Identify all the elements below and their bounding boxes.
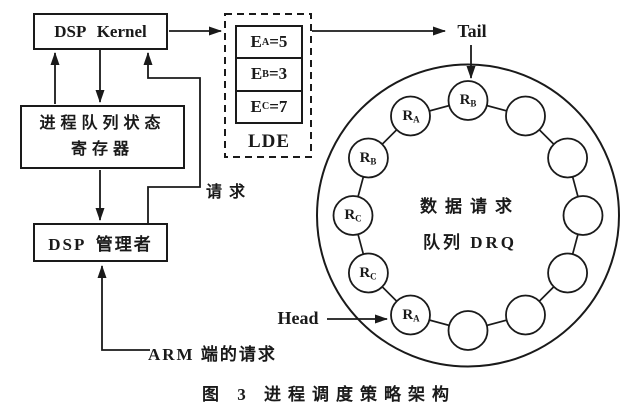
dsp-manager-label: DSP 管理者	[48, 235, 153, 254]
node-3-sub: C	[355, 213, 362, 224]
figure-caption: 图 3 进程调度策略架构	[202, 385, 456, 404]
process-queue-register-box: 进程队列状态 寄存器	[20, 105, 185, 169]
node-2-base: R	[359, 150, 371, 166]
lde-ec-base: E	[250, 96, 262, 116]
node-1-base: R	[402, 108, 414, 124]
ring-node-rc-left	[332, 195, 374, 236]
arrow-manager-to-kernel	[143, 52, 201, 223]
head-label: Head	[277, 308, 319, 328]
ring-node-label: RB	[346, 148, 390, 168]
node-4-sub: C	[370, 271, 377, 282]
node-5-sub: A	[413, 313, 420, 324]
ring-node-label: RB	[446, 90, 490, 110]
ring-node-rc-lowerleft	[347, 252, 389, 294]
ring-node-label: RA	[389, 106, 433, 126]
request-label: 请求	[206, 184, 253, 201]
ring-node-empty	[562, 195, 604, 236]
node-2-sub: B	[370, 156, 377, 167]
arm-request-label: ARM 端的请求	[148, 345, 277, 364]
ring-center-label-line2: 队列 DRQ	[422, 233, 518, 252]
ring-node-ra-upperleft	[390, 95, 431, 137]
dsp-kernel-label: DSP Kernel	[54, 21, 147, 41]
node-0-base: R	[459, 92, 471, 108]
ring-node-ra-bottom	[390, 294, 431, 336]
node-1-sub: A	[413, 114, 420, 125]
register-label-line2: 寄存器	[70, 141, 134, 158]
dsp-manager-box: DSP 管理者	[33, 223, 168, 262]
ring-node-empty	[547, 137, 588, 179]
tail-label: Tail	[457, 21, 487, 41]
ring-node-label: RC	[331, 205, 375, 225]
ring-nodes	[332, 80, 604, 351]
lde-ea-sub: A	[261, 36, 270, 48]
lde-title: LDE	[247, 131, 291, 152]
drq-ring	[316, 63, 620, 368]
lde-ea-base: E	[250, 32, 262, 52]
ring-center-label-line1: 数据请求	[420, 197, 520, 216]
lde-ec-value: =7	[269, 96, 288, 116]
lde-dashed-box	[224, 13, 312, 158]
lde-ec-sub: C	[261, 101, 270, 113]
ring-node-label: RA	[389, 305, 433, 325]
ring-node-empty	[505, 95, 546, 137]
lde-ea-value: =5	[269, 32, 288, 52]
node-4-base: R	[359, 265, 371, 281]
ring-node-empty	[505, 294, 546, 336]
node-0-sub: B	[470, 98, 477, 109]
arrow-arm-to-manager	[97, 265, 150, 351]
dsp-kernel-box: DSP Kernel	[33, 13, 168, 50]
register-label-line1: 进程队列状态	[39, 115, 166, 132]
ring-node-empty	[447, 310, 489, 351]
lde-eb-sub: B	[262, 68, 269, 80]
node-3-base: R	[344, 207, 356, 223]
ring-node-rb-top	[447, 80, 489, 121]
node-5-base: R	[402, 307, 414, 323]
drq-outer-circle	[316, 63, 620, 368]
ring-node-empty	[547, 252, 588, 294]
lde-eb-value: =3	[268, 64, 288, 84]
lde-eb-base: E	[250, 64, 263, 84]
ring-node-label: RC	[346, 263, 390, 283]
ring-node-rb-left	[347, 137, 389, 179]
